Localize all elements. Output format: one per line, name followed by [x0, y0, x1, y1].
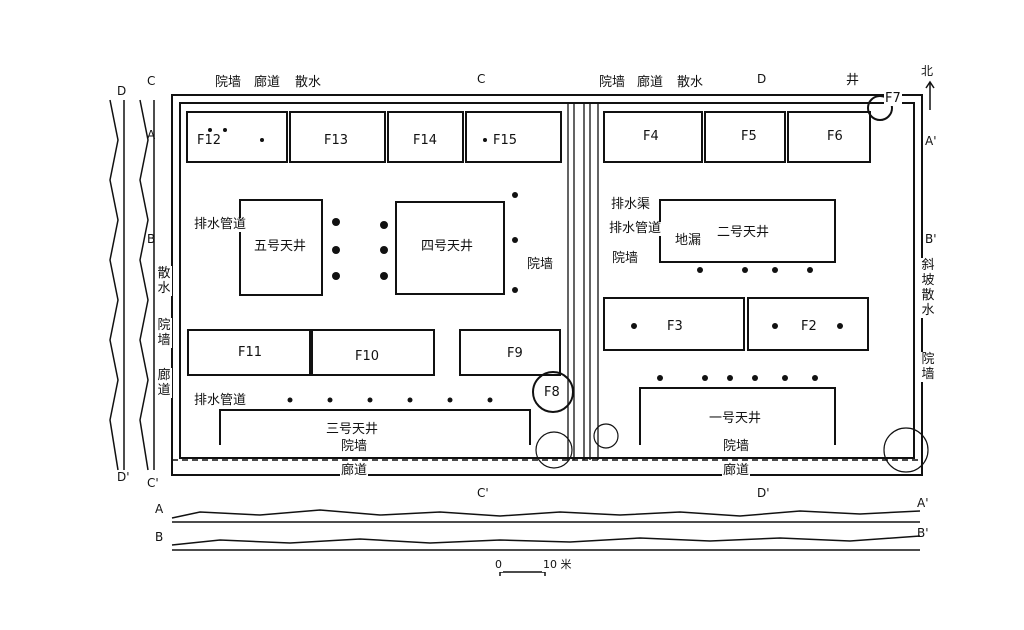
marker-d-prime-bottom: D': [757, 486, 770, 500]
room-label-f5: F5: [740, 129, 758, 144]
marker-a-prime: A': [925, 134, 937, 148]
label-yard-wall-east: 院墙: [920, 352, 936, 382]
label-drain-pipe-e: 排水管道: [608, 221, 663, 236]
room-label-f13: F13: [323, 133, 350, 148]
marker-d-prime: D': [117, 470, 130, 484]
courtyard-5: [239, 199, 323, 296]
courtyard-label-4: 四号天井: [420, 239, 475, 254]
room-label-f15: F15: [492, 133, 519, 148]
room-f12: [186, 111, 288, 163]
room-f3: [603, 297, 745, 351]
profile-a-right: A': [917, 496, 929, 510]
courtyard-label-5: 五号天井: [253, 239, 308, 254]
inner-wall: [179, 102, 915, 459]
courtyard-label-1: 一号天井: [708, 411, 763, 426]
room-label-f10: F10: [354, 349, 381, 364]
label-corridor-west: 廊道: [156, 368, 172, 398]
room-label-f7: F7: [884, 91, 902, 106]
label-well: 井: [845, 73, 861, 88]
profile-b-right: B': [917, 526, 929, 540]
marker-b-prime: B': [925, 232, 937, 246]
north-arrow: [925, 80, 935, 110]
label-sloped-apron: 斜坡散水: [920, 258, 936, 318]
marker-b: B: [147, 232, 156, 246]
profile-a-left: A: [155, 502, 164, 516]
label-drain-pipe-w: 排水管道: [193, 217, 248, 232]
room-f6: [787, 111, 871, 163]
marker-c: C: [147, 74, 156, 88]
room-f5: [704, 111, 786, 163]
room-label-f6: F6: [826, 129, 844, 144]
room-f9: [459, 329, 561, 376]
label-corridor-top-w: 廊道: [253, 75, 282, 90]
post-holes: [208, 128, 843, 403]
room-label-f2: F2: [800, 319, 818, 334]
drain-channel: [567, 103, 599, 460]
room-label-f12: F12: [196, 133, 223, 148]
room-f4: [603, 111, 703, 163]
label-corridor-bottom-e: 廊道: [722, 463, 751, 478]
courtyard-4: [395, 201, 505, 295]
scale-ten: 10 米: [542, 558, 573, 572]
label-apron-top-w: 散水: [294, 75, 323, 90]
room-label-f8: F8: [543, 385, 561, 400]
scale-zero: 0: [494, 558, 503, 572]
label-yard-wall-mid-e: 院墙: [611, 251, 640, 266]
marker-d: D: [117, 84, 127, 98]
room-f7: [867, 95, 893, 121]
label-ground-drain: 地漏: [674, 233, 703, 248]
courtyard-3: [219, 409, 531, 445]
room-f10: [311, 329, 435, 376]
room-label-f4: F4: [642, 129, 660, 144]
label-apron-west: 散水: [156, 266, 172, 296]
room-f8: [532, 371, 574, 413]
scale-bar: [499, 568, 546, 576]
room-label-f9: F9: [506, 346, 524, 361]
outer-wall: [171, 94, 923, 476]
label-yard-wall-bottom-e: 院墙: [722, 439, 751, 454]
marker-c-top: C: [477, 72, 486, 86]
label-corridor-bottom-w: 廊道: [340, 463, 369, 478]
courtyard-1: [639, 387, 836, 445]
section-b-profile: [171, 535, 921, 546]
room-f13: [289, 111, 386, 163]
label-drain-channel: 排水渠: [610, 197, 652, 212]
room-label-f11: F11: [237, 345, 264, 360]
room-label-f14: F14: [412, 133, 439, 148]
marker-c-prime-bottom: C': [477, 486, 489, 500]
label-yard-wall-bottom-w: 院墙: [340, 439, 369, 454]
courtyard-label-2: 二号天井: [716, 225, 771, 240]
label-apron-top-e: 散水: [676, 75, 705, 90]
room-f15: [465, 111, 562, 163]
room-f11: [187, 329, 311, 376]
profile-b-left: B: [155, 530, 164, 544]
marker-d-top: D: [757, 72, 767, 86]
room-label-f3: F3: [666, 319, 684, 334]
label-drain-pipe-sw: 排水管道: [193, 393, 248, 408]
label-yard-wall-mid-w: 院墙: [526, 257, 555, 272]
room-f2: [747, 297, 869, 351]
label-yard-wall-west: 院墙: [156, 318, 172, 348]
marker-a: A: [147, 128, 156, 142]
label-yard-wall-top-e: 院墙: [598, 75, 627, 90]
marker-c-prime: C': [147, 476, 159, 490]
section-c-profile: [139, 99, 149, 471]
courtyard-label-3: 三号天井: [325, 422, 380, 437]
label-yard-wall-top-w: 院墙: [214, 75, 243, 90]
section-a-profile: [171, 509, 921, 519]
label-north: 北: [921, 64, 934, 78]
room-f14: [387, 111, 464, 163]
section-d-profile: [109, 99, 119, 471]
label-corridor-top-e: 廊道: [636, 75, 665, 90]
